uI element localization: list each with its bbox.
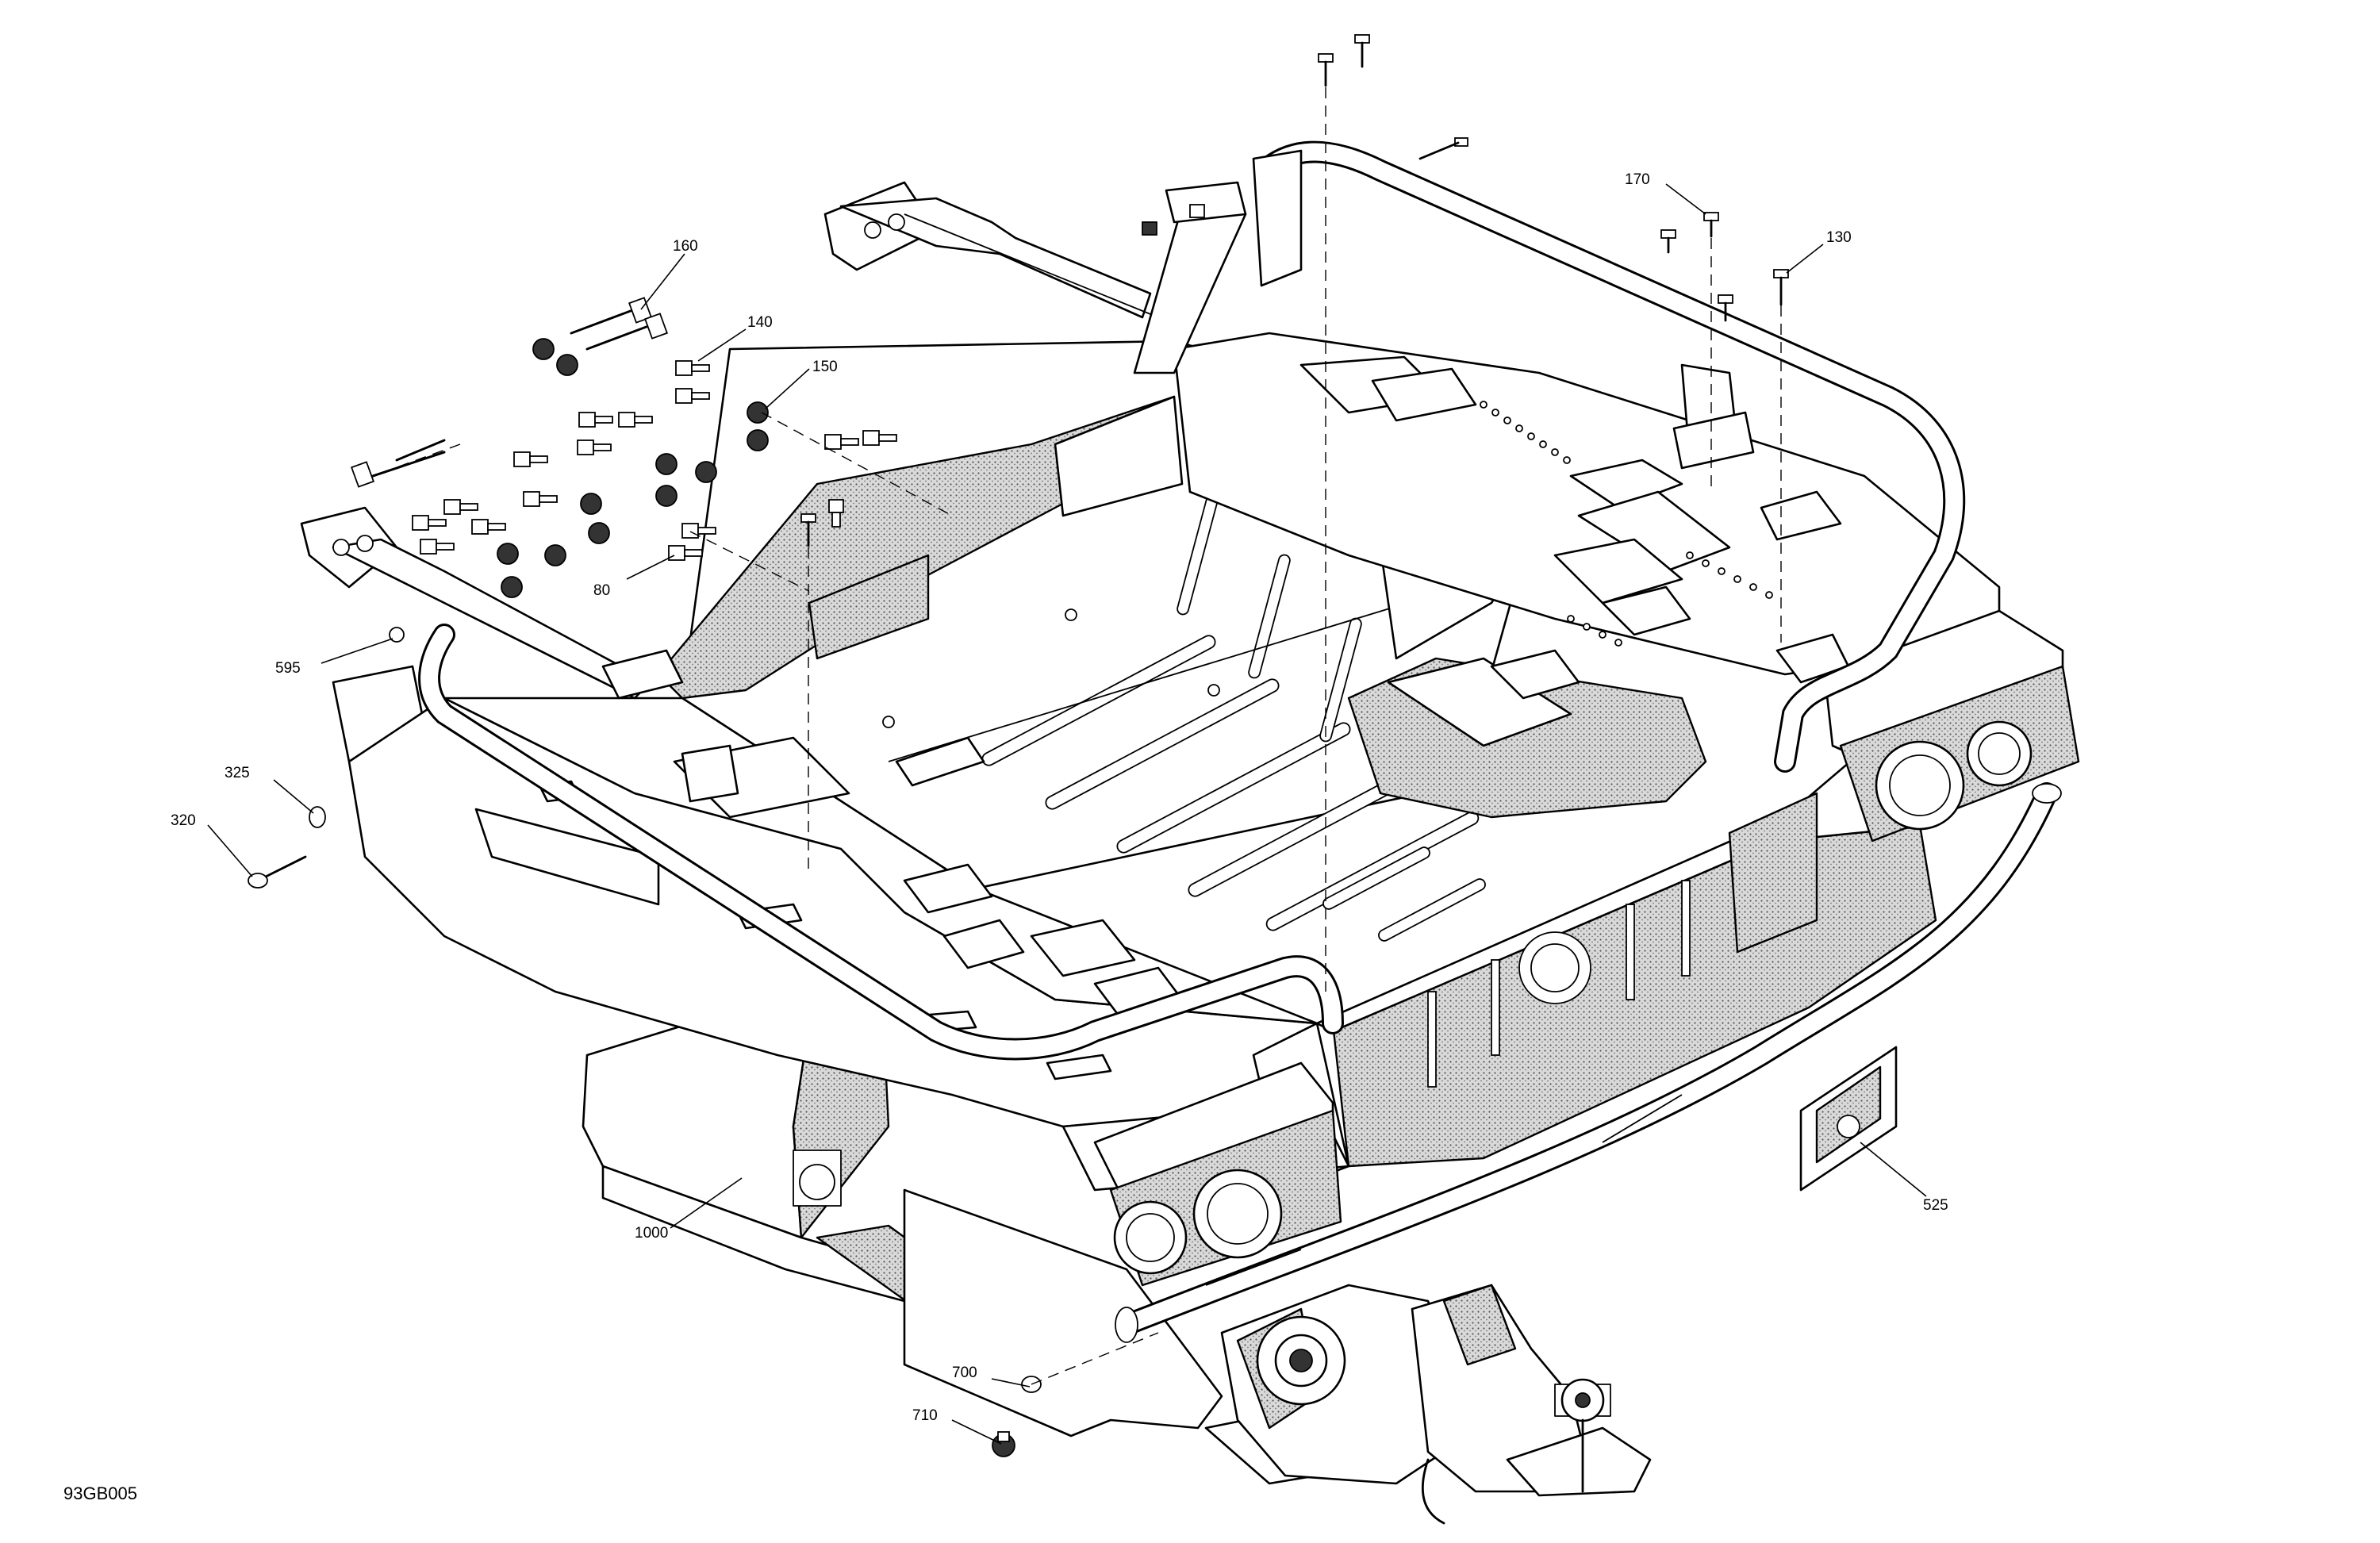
small-bolt-icon — [577, 439, 612, 455]
small-bolt-icon — [443, 499, 478, 515]
nut-icon — [497, 543, 519, 565]
long-bolt-icon — [585, 313, 668, 351]
left-side-wall — [657, 395, 1184, 700]
nut-icon — [544, 544, 566, 566]
small-bolt-icon — [675, 388, 710, 404]
small-bolt-icon — [824, 434, 859, 450]
small-bolt-icon — [675, 360, 710, 376]
perforation-rows — [1480, 401, 1773, 647]
figure-id: 93GB005 — [63, 1484, 137, 1503]
small-bolt-icon — [828, 499, 844, 528]
nut-icon — [695, 461, 717, 483]
nut-icon — [501, 576, 523, 598]
screw-icon — [1318, 53, 1334, 87]
alignment-lines — [372, 87, 1782, 1385]
callout-150: 150 — [812, 359, 838, 375]
small-bolt-icon — [412, 515, 447, 531]
small-bolt-icon — [420, 539, 455, 555]
screw-icon — [1703, 212, 1719, 238]
screw-710-icon — [992, 1431, 1015, 1457]
callout-525: 525 — [1923, 1197, 1948, 1214]
nut-icon — [655, 453, 678, 475]
tie-down-arms — [300, 181, 1159, 700]
small-bolt-icon — [668, 545, 703, 561]
small-bolt-icon — [681, 523, 716, 539]
callout-labels: 160 140 150 80 595 325 320 170 130 525 1… — [171, 171, 1948, 1424]
screw-icon — [1660, 229, 1676, 254]
long-bolt-icon — [570, 297, 652, 335]
screw-icon — [1418, 137, 1468, 160]
tail-lights — [1093, 609, 2080, 1287]
callout-130: 130 — [1826, 229, 1852, 246]
nut-icon — [655, 485, 678, 507]
small-bolt-icon — [578, 412, 613, 428]
screw-icon — [800, 513, 816, 547]
callout-700: 700 — [952, 1365, 977, 1381]
long-bolt-icon — [351, 451, 446, 488]
loose-hardware — [248, 34, 1898, 1457]
screw-icon — [1773, 269, 1789, 306]
small-bolt-icon — [471, 519, 506, 535]
callout-325: 325 — [225, 765, 250, 781]
screw-320-icon — [248, 855, 307, 889]
callout-320: 320 — [171, 812, 196, 829]
callout-170: 170 — [1625, 171, 1650, 188]
rear-deck — [1173, 332, 2001, 684]
screw-icon — [1718, 294, 1733, 322]
callout-80: 80 — [593, 582, 610, 599]
rivet-icon — [389, 627, 405, 643]
callout-710: 710 — [912, 1407, 938, 1424]
small-bolt-icon — [513, 451, 548, 467]
small-bolt-icon — [1189, 204, 1205, 218]
rear-bumper-tube — [1115, 782, 2062, 1343]
callout-160: 160 — [673, 238, 698, 255]
small-bolt-icon — [1142, 221, 1157, 236]
floor-slots — [981, 490, 1486, 942]
diagonal-strut — [1133, 181, 1247, 374]
washer-icon — [309, 806, 326, 828]
nut-icon — [580, 493, 602, 515]
rear-hitch-assembly — [1220, 1284, 1652, 1525]
box-tube-rails — [418, 140, 1966, 1061]
leader-lines — [207, 183, 1927, 1445]
screw-icon — [1354, 34, 1370, 68]
nut-icon — [747, 401, 769, 424]
callout-140: 140 — [747, 314, 773, 331]
nut-icon — [556, 354, 578, 376]
small-bolt-icon — [618, 412, 653, 428]
nut-icon — [747, 429, 769, 451]
callout-1000: 1000 — [635, 1225, 668, 1242]
nut-icon — [588, 522, 610, 544]
nut-icon — [532, 338, 555, 360]
small-bolt-icon — [862, 430, 897, 446]
small-bolt-icon — [523, 491, 558, 507]
long-bolt-icon — [395, 439, 446, 462]
callout-595: 595 — [275, 660, 301, 677]
